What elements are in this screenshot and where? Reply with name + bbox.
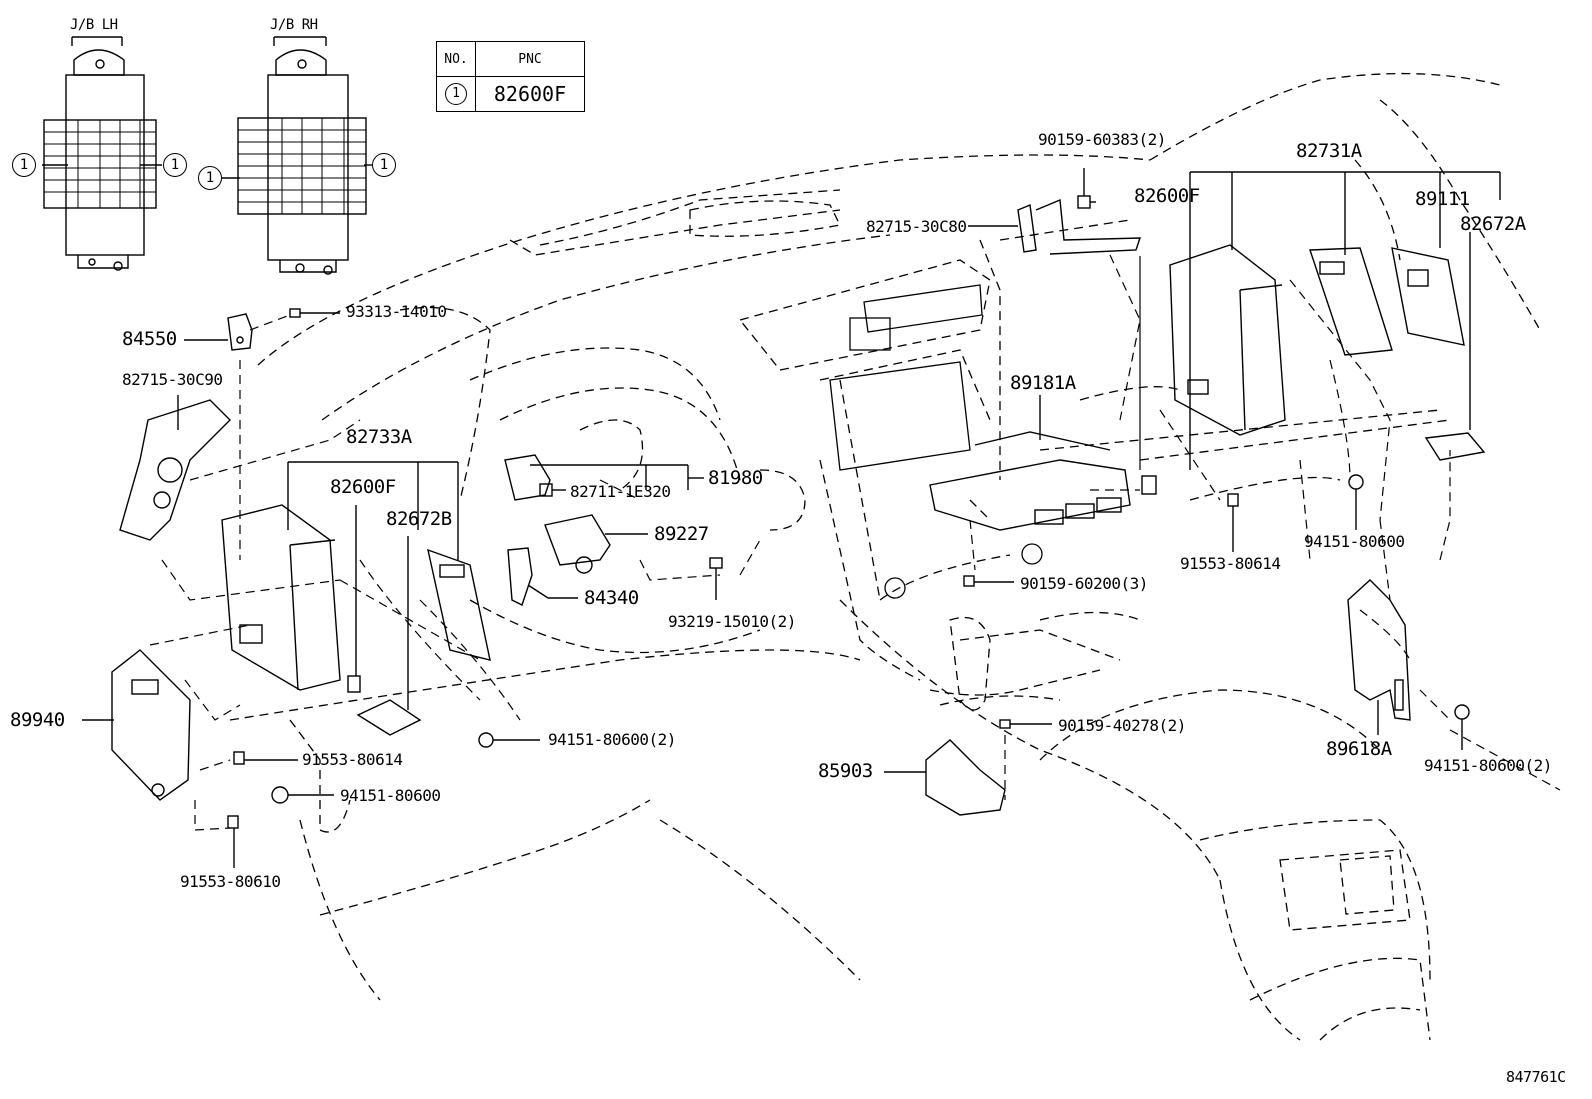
pnc-row-pnc: 82600F: [475, 76, 585, 112]
label-94151-80600-2-right: 94151-80600(2): [1424, 756, 1552, 775]
jb-lh-callout-left: 1: [12, 153, 36, 177]
center-panel: [829, 284, 1043, 599]
figure-id: 847761C: [1506, 1068, 1566, 1086]
label-89227: 89227: [654, 523, 709, 545]
connector-82600F-left-shape: [347, 505, 361, 693]
module-89227-shape: [544, 514, 648, 574]
label-82600F-right: 82600F: [1134, 185, 1200, 207]
bolt-90159-40278-shape: [999, 719, 1052, 729]
label-82733A: 82733A: [346, 426, 412, 448]
label-82715-30C80: 82715-30C80: [866, 217, 967, 236]
label-89181A: 89181A: [1010, 372, 1076, 394]
label-82672A: 82672A: [1460, 213, 1526, 235]
label-90159-60383: 90159-60383(2): [1038, 130, 1166, 149]
pnc-header-pnc: PNC: [475, 41, 585, 77]
label-93313-14010: 93313-14010: [346, 302, 447, 321]
pnc-header-no: NO.: [436, 41, 476, 77]
label-82600F-left: 82600F: [330, 476, 396, 498]
jb-lh-drawing: [42, 36, 162, 271]
module-89181A-shape: [929, 395, 1131, 531]
label-81980: 81980: [708, 467, 763, 489]
label-82672B: 82672B: [386, 508, 452, 530]
switch-84340-shape: [507, 547, 578, 606]
screw-91553-right-shape: [1227, 493, 1239, 552]
shifter-shape: [939, 616, 1061, 711]
label-89111: 89111: [1415, 188, 1470, 210]
label-90159-60200: 90159-60200(3): [1020, 574, 1148, 593]
part-84550-shape: [184, 313, 253, 351]
label-90159-40278: 90159-40278(2): [1058, 716, 1186, 735]
dashboard-outline: [229, 72, 1541, 1041]
bracket-89618A-shape: [1347, 579, 1411, 735]
bolt-90159-60200-shape: [963, 575, 1014, 587]
label-91553-80614-right: 91553-80614: [1180, 554, 1281, 573]
jb-rh-title: J/B RH: [270, 17, 318, 33]
jb-lh-callout-right: 1: [163, 153, 187, 177]
label-94151-80600-2-center: 94151-80600(2): [548, 730, 676, 749]
label-82711-1E320: 82711-1E320: [570, 482, 671, 501]
module-82733A-shape: [221, 461, 459, 691]
nut-94151-far-right-shape: [1454, 704, 1470, 750]
nut-94151-center-shape: [478, 732, 540, 748]
pnc-row-no: 1: [436, 76, 476, 112]
board-82672B-shape: [356, 536, 491, 736]
label-82731A: 82731A: [1296, 140, 1362, 162]
pnc-row-no-circle: 1: [445, 83, 467, 105]
part-85903-shape: [884, 739, 1006, 816]
label-89940: 89940: [10, 709, 65, 731]
label-91553-80614-left: 91553-80614: [302, 750, 403, 769]
pnc-table: NO. PNC 1 82600F: [436, 41, 585, 112]
label-94151-80600-left: 94151-80600: [340, 786, 441, 805]
connector-82672A-bottom-shape: [1424, 432, 1486, 461]
jb-rh-callout-left: 1: [198, 166, 222, 190]
label-84340: 84340: [584, 587, 639, 609]
bracket-89940-shape: [82, 649, 191, 801]
jb-lh-title: J/B LH: [70, 17, 118, 33]
jb-rh-drawing: [222, 36, 374, 275]
jb-rh-callout-right: 1: [372, 153, 396, 177]
board-82672A-shape: [1391, 232, 1471, 430]
label-82715-30C90: 82715-30C90: [122, 370, 223, 389]
label-89618A: 89618A: [1326, 738, 1392, 760]
clip-82711-shape: [539, 483, 566, 497]
bracket-82715-30C80-shape: [968, 198, 1141, 255]
label-94151-80600-right: 94151-80600: [1304, 532, 1405, 551]
nut-94151-left-shape: [271, 786, 334, 804]
module-82731A-shape: [1169, 171, 1501, 470]
bracket-82715-30C90-shape: [119, 395, 231, 541]
bolt-93313-shape: [289, 308, 340, 318]
board-89111-shape: [1309, 247, 1393, 356]
nut-94151-right-shape: [1348, 474, 1364, 530]
label-93219-15010: 93219-15010(2): [668, 612, 796, 631]
label-85903: 85903: [818, 760, 873, 782]
label-91553-80610: 91553-80610: [180, 872, 281, 891]
screw-91553-left-shape: [233, 751, 298, 765]
relay-81980-shape: [504, 454, 704, 501]
bolt-90159-60383-shape: [1077, 168, 1096, 209]
label-84550: 84550: [122, 328, 177, 350]
leader-lines: [149, 254, 1561, 831]
connector-82600F-right-shape: [1141, 475, 1157, 495]
bolt-93219-shape: [709, 557, 723, 600]
screw-91553-80610-shape: [227, 815, 239, 868]
